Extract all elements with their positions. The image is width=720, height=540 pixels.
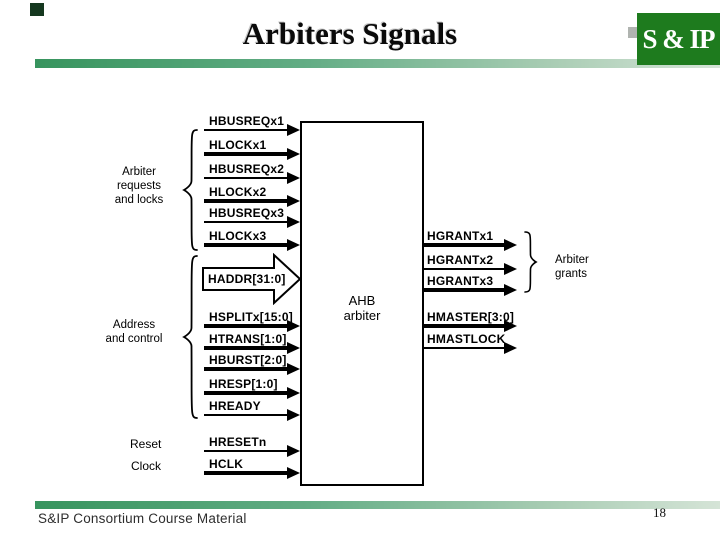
signal-line <box>204 129 292 131</box>
signal-label: HMASTER[3:0] <box>427 310 515 324</box>
arrowhead <box>287 445 300 457</box>
page-number: 18 <box>653 505 666 520</box>
signal-label: HGRANTx1 <box>427 229 494 243</box>
block-title-line1: AHB <box>348 293 376 308</box>
signal-label: HLOCKx1 <box>209 138 267 152</box>
signal-line <box>204 391 292 395</box>
signal-line <box>204 221 292 223</box>
arrowhead <box>287 387 300 399</box>
brace-address <box>182 255 198 419</box>
label-address-control: Address and control <box>96 318 172 346</box>
arrowhead <box>504 284 517 296</box>
label-reset: Reset <box>130 437 162 451</box>
signal-label: HLOCKx2 <box>209 185 267 199</box>
label-line: Arbiter <box>555 254 589 266</box>
arrowhead <box>504 263 517 275</box>
arrowhead <box>504 342 517 354</box>
arrowhead <box>287 195 300 207</box>
footer-divider-bar <box>35 501 720 509</box>
signal-label: HMASTLOCK <box>427 332 506 346</box>
brace-grants <box>524 231 538 293</box>
label-line: requests <box>116 180 162 192</box>
sip-logo: S & IP <box>637 13 720 65</box>
signal-label: HREADY <box>209 399 261 413</box>
signal-label: HSPLITx[15:0] <box>209 310 293 324</box>
signal-label: HRESP[1:0] <box>209 377 278 391</box>
label-arbiter-grants: Arbiter grants <box>555 253 589 281</box>
signal-line <box>204 324 292 328</box>
signal-line <box>204 177 292 179</box>
label-line: Arbiter <box>122 166 156 178</box>
signal-line <box>204 471 292 475</box>
ahb-arbiter-block <box>300 121 424 486</box>
signal-line <box>204 199 292 203</box>
arrowhead <box>504 320 517 332</box>
arrowhead <box>287 409 300 421</box>
label-line: and control <box>105 333 163 345</box>
signal-line <box>422 347 504 349</box>
signal-line <box>204 367 292 371</box>
label-arbiter-requests: Arbiter requests and locks <box>103 165 175 207</box>
signal-label: HBURST[2:0] <box>209 353 287 367</box>
arrowhead <box>287 320 300 332</box>
arrowhead <box>504 239 517 251</box>
arrowhead <box>287 342 300 354</box>
arrowhead <box>287 363 300 375</box>
header-divider-bar <box>35 59 720 68</box>
signal-line <box>422 324 504 328</box>
signal-label: HBUSREQx1 <box>209 114 285 128</box>
accent-square <box>30 3 44 16</box>
signal-label-haddr: HADDR[31:0] <box>208 272 286 286</box>
signal-line <box>204 414 292 416</box>
signal-line <box>422 243 504 247</box>
signal-label: HGRANTx3 <box>427 274 494 288</box>
logo-notch <box>628 27 637 38</box>
ahb-arbiter-block-title: AHB arbiter <box>300 293 424 323</box>
arrowhead <box>287 124 300 136</box>
haddr-block-arrow <box>202 253 302 305</box>
footer-text: S&IP Consortium Course Material <box>38 511 247 526</box>
arrowhead <box>287 239 300 251</box>
signal-label: HGRANTx2 <box>427 253 494 267</box>
signal-line <box>422 268 504 270</box>
signal-line <box>204 243 292 247</box>
label-clock: Clock <box>131 459 162 473</box>
signal-line <box>204 346 292 350</box>
block-title-line2: arbiter <box>343 308 381 323</box>
signal-label: HBUSREQx3 <box>209 206 285 220</box>
signal-label: HRESETn <box>209 435 267 449</box>
label-line: and locks <box>114 194 164 206</box>
arrowhead <box>287 216 300 228</box>
signal-line <box>204 450 292 452</box>
arrowhead <box>287 467 300 479</box>
signal-label: HCLK <box>209 457 244 471</box>
signal-line <box>204 152 292 156</box>
signal-line <box>422 288 504 292</box>
label-line: grants <box>555 268 587 280</box>
signal-label: HTRANS[1:0] <box>209 332 287 346</box>
arrowhead <box>287 172 300 184</box>
signal-label: HBUSREQx2 <box>209 162 285 176</box>
brace-requests <box>182 129 198 251</box>
page-title: Arbiters Signals <box>242 16 458 51</box>
signal-label: HLOCKx3 <box>209 229 267 243</box>
arrowhead <box>287 148 300 160</box>
label-line: Address <box>112 319 156 331</box>
